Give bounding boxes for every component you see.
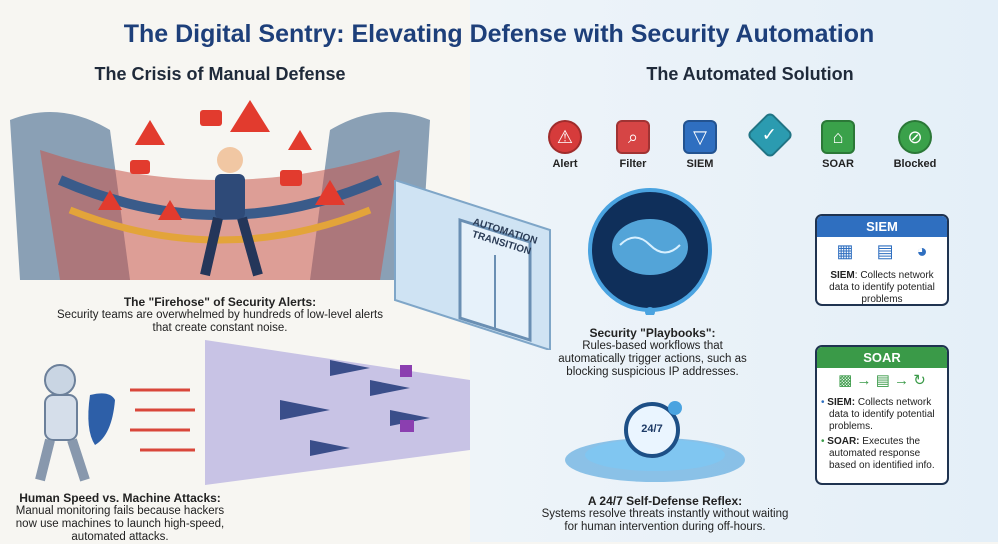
item-text: Collects network data to identify potent… xyxy=(829,397,935,432)
attack-drones xyxy=(280,360,430,456)
siem-text: : Collects network data to identify pote… xyxy=(829,270,935,305)
icon-label: SIEM xyxy=(686,158,714,170)
item-text: Executes the automated response based on… xyxy=(829,436,935,471)
stressed-analyst xyxy=(200,147,263,277)
siem-card-header: SIEM xyxy=(817,216,947,237)
playbooks-title: Security "Playbooks": xyxy=(589,326,716,340)
clock-platform-illustration xyxy=(565,401,745,482)
shield-icon xyxy=(88,393,115,445)
armored-defender xyxy=(35,364,115,482)
funnel-icon: ▽ xyxy=(683,120,717,154)
item-term: SIEM: xyxy=(827,397,856,408)
bar-chart-icon: ▤ xyxy=(876,241,894,261)
right-heading: The Automated Solution xyxy=(646,64,854,84)
document-check-icon: ▤ xyxy=(875,372,890,389)
brain-circuit-illustration xyxy=(588,188,712,315)
soar-card-header: SOAR xyxy=(817,347,947,368)
alert-icons xyxy=(98,100,345,220)
siem-card: SIEM ▦ ▤ ◕ SIEM: Collects network data t… xyxy=(815,214,949,306)
siem-icons: ▦ ▤ ◕ xyxy=(817,237,947,267)
reflex-text: Systems resolve threats instantly withou… xyxy=(541,508,789,533)
reflex-caption: A 24/7 Self-Defense Reflex: Systems reso… xyxy=(540,495,790,534)
workflow-icons: ▩ → ▤ → ↻ xyxy=(838,372,926,389)
firehose-illustration xyxy=(10,100,430,280)
item-term: SOAR: xyxy=(827,436,860,447)
firehose-title: The "Firehose" of Security Alerts: xyxy=(123,295,317,309)
icon-label: Filter xyxy=(619,158,647,170)
padlock-icon: ⌂ xyxy=(821,120,855,154)
speed-caption: Human Speed vs. Machine Attacks: Manual … xyxy=(10,492,230,544)
brain-icon xyxy=(612,219,688,275)
sync-icon: ↻ xyxy=(913,372,926,389)
playbooks-text: Rules-based workflows that automatically… xyxy=(558,340,747,378)
clock-icon xyxy=(624,402,680,458)
red-arrows xyxy=(130,388,195,452)
soar-card: SOAR ▩ → ▤ → ↻ • SIEM: Collects network … xyxy=(815,345,949,485)
clock-label: 24/7 xyxy=(641,423,663,435)
automation-transition-gate xyxy=(394,180,551,350)
human-vs-machine-illustration xyxy=(35,340,470,485)
playbooks-caption: Security "Playbooks": Rules-based workfl… xyxy=(550,327,755,379)
blocked-icon: ⊘ xyxy=(898,120,932,154)
database-icon: ▦ xyxy=(836,241,854,261)
soar-item-soar: • SOAR: Executes the automated response … xyxy=(821,436,935,471)
monitor-gear-icon: ▩ xyxy=(838,372,853,389)
page-title: The Digital Sentry: Elevating Defense wi… xyxy=(123,20,875,48)
siem-term: SIEM xyxy=(830,270,855,281)
icon-label: SOAR xyxy=(822,158,854,170)
icon-label: Alert xyxy=(552,158,578,170)
speed-title: Human Speed vs. Machine Attacks: xyxy=(19,491,221,505)
icon-label: Blocked xyxy=(893,158,937,170)
pie-chart-icon: ◕ xyxy=(916,241,928,261)
reflex-title: A 24/7 Self-Defense Reflex: xyxy=(587,494,743,508)
firehose-text: Security teams are overwhelmed by hundre… xyxy=(57,309,383,334)
soar-item-siem: • SIEM: Collects network data to identif… xyxy=(821,397,935,432)
alert-triangle-icon: ⚠ xyxy=(548,120,582,154)
left-heading: The Crisis of Manual Defense xyxy=(94,64,346,84)
firehose-caption: The "Firehose" of Security Alerts: Secur… xyxy=(50,296,390,335)
speed-text: Manual monitoring fails because hackers … xyxy=(15,505,225,543)
magnifier-icon: ⌕ xyxy=(616,120,650,154)
